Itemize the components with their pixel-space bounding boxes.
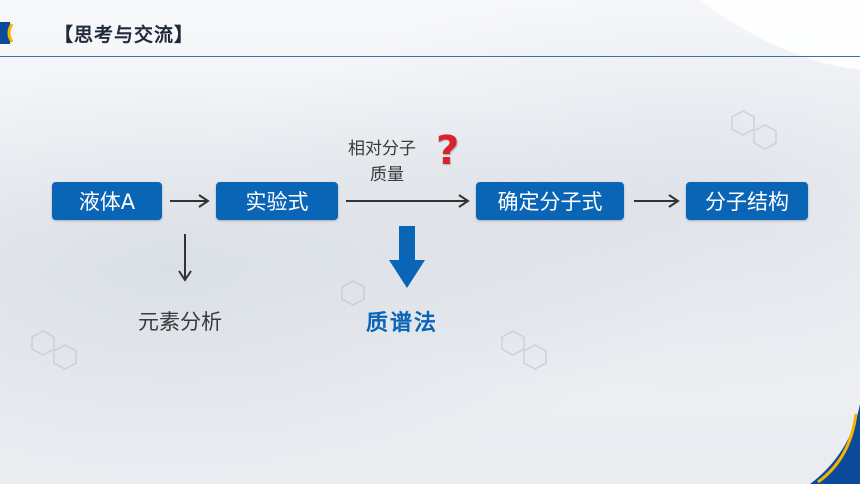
liquid-a-box: 液体A [52, 182, 162, 220]
hexagon-decoration [53, 344, 77, 370]
page-title: 【思考与交流】 [54, 24, 195, 46]
header-divider [0, 56, 860, 57]
arrow-right-icon [170, 194, 210, 208]
arrow-down-icon [178, 234, 192, 282]
arrow-right-icon [346, 194, 470, 208]
hexagon-decoration [501, 330, 525, 356]
arrow-right-icon [634, 194, 680, 208]
relative-mass-label-line1: 相对分子 [348, 139, 416, 159]
relative-mass-label-line2: 质量 [370, 165, 404, 185]
molecular-structure-box: 分子结构 [686, 182, 808, 220]
hexagon-decoration [341, 280, 365, 306]
hexagon-decoration [731, 110, 755, 136]
molecular-formula-box: 确定分子式 [476, 182, 624, 220]
corner-decoration [810, 404, 860, 484]
hexagon-decoration [31, 330, 55, 356]
thick-arrow-down-icon [389, 226, 425, 288]
elemental-analysis-label: 元素分析 [138, 310, 222, 334]
corner-decoration [700, 0, 860, 70]
header-accent [0, 22, 14, 44]
hexagon-decoration [753, 124, 777, 150]
hexagon-decoration [523, 344, 547, 370]
question-mark-icon: ? [436, 128, 460, 174]
mass-spectrometry-label: 质谱法 [366, 311, 439, 336]
empirical-formula-box: 实验式 [216, 182, 338, 220]
